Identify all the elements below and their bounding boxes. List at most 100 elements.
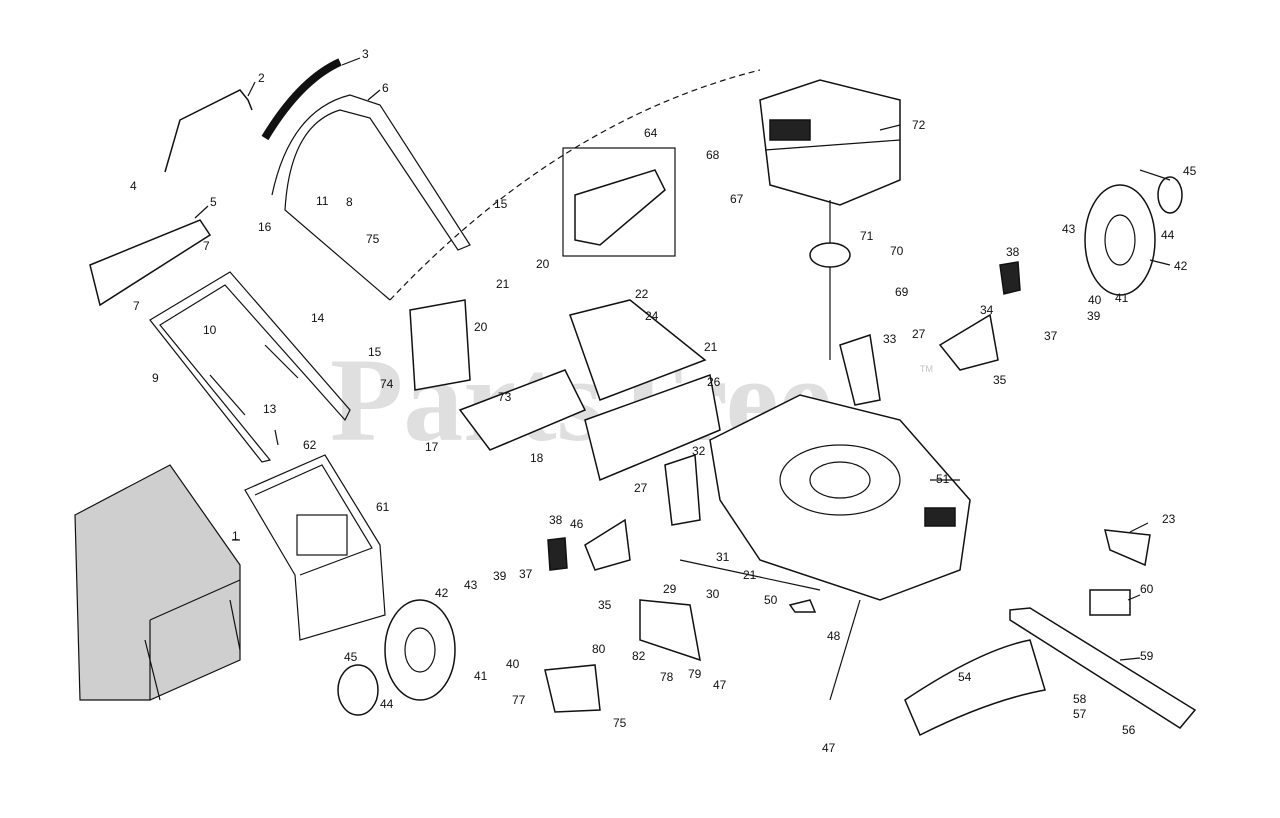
callout: 27: [634, 481, 648, 495]
callout: 35: [598, 598, 612, 612]
handle-cover: [89, 219, 212, 307]
grass-bag: [74, 464, 241, 701]
callout: 15: [494, 197, 508, 211]
callout: 47: [713, 678, 727, 692]
callout: 73: [498, 390, 512, 404]
callout: 44: [380, 697, 394, 711]
callout: 46: [570, 517, 584, 531]
mower-deck: [709, 394, 971, 601]
callout: 15: [368, 345, 382, 359]
leader-lines: [194, 57, 1171, 701]
callout: 45: [344, 650, 358, 664]
rear-baffle: [458, 369, 587, 451]
shield-82: [639, 599, 701, 662]
callout: 45: [1183, 164, 1197, 178]
callout: 69: [895, 285, 909, 299]
callout: 20: [536, 257, 550, 271]
callout: 30: [706, 587, 720, 601]
callout: 42: [1174, 259, 1188, 273]
callout: 67: [730, 192, 744, 206]
callout: 74: [380, 377, 394, 391]
callout: 70: [890, 244, 904, 258]
callout: 4: [130, 179, 137, 193]
callout: 38: [549, 513, 563, 527]
callout: 80: [592, 642, 606, 656]
callout: 77: [512, 693, 526, 707]
callout: 3: [362, 47, 369, 61]
callout: 62: [303, 438, 317, 452]
callout: 41: [474, 669, 488, 683]
callout: 64: [644, 126, 658, 140]
callout: 11: [316, 194, 329, 208]
callout: 37: [1044, 329, 1058, 343]
callout: 21: [743, 568, 757, 582]
callout: 56: [1122, 723, 1136, 737]
handle-grip: [261, 58, 342, 141]
callout: 35: [993, 373, 1007, 387]
bracket-rear: [839, 334, 881, 406]
adjuster-handle-right: [999, 261, 1021, 295]
callout: 22: [635, 287, 649, 301]
callout: 2: [258, 71, 265, 85]
callout: 51: [936, 472, 950, 486]
callout: 41: [1115, 291, 1129, 305]
callout: 23: [1162, 512, 1176, 526]
callout: 16: [258, 220, 272, 234]
inset-box: [562, 147, 676, 257]
callout: 78: [660, 670, 674, 684]
callout: 10: [203, 323, 217, 337]
callout: 79: [688, 667, 702, 681]
callout: 18: [530, 451, 544, 465]
callout: 58: [1073, 692, 1087, 706]
callout: 26: [707, 375, 721, 389]
upper-handle: [271, 94, 471, 301]
callout: 75: [366, 232, 380, 246]
callout: 1: [232, 529, 239, 543]
engine: [759, 79, 901, 360]
mulch-baffle: [904, 639, 1046, 737]
callout-labels: 1 2 3 4 5 6 7 7 8 9 10 11 13 14 15 15 16…: [130, 47, 1197, 755]
callout: 31: [716, 550, 730, 564]
callout: 39: [1087, 309, 1101, 323]
bracket-front: [664, 453, 701, 526]
callout: 14: [311, 311, 325, 325]
callout: 37: [519, 567, 533, 581]
callout: 17: [425, 440, 439, 454]
blade-adapter: [1089, 589, 1131, 616]
callout: 6: [382, 81, 389, 95]
callout: 27: [912, 327, 926, 341]
callout: 32: [692, 444, 706, 458]
callout: 29: [663, 582, 677, 596]
callout: 60: [1140, 582, 1154, 596]
adjuster-shield-left: [584, 518, 631, 571]
callout: 44: [1161, 228, 1175, 242]
callout: 68: [706, 148, 720, 162]
control-bar: [164, 89, 253, 173]
callout: 5: [210, 195, 217, 209]
callout: 13: [263, 402, 277, 416]
hub-cap-left: [337, 664, 379, 716]
callout: 40: [506, 657, 520, 671]
callout: 24: [645, 309, 659, 323]
callout: 39: [493, 569, 507, 583]
callout: 40: [1088, 293, 1102, 307]
dashed-outline: [389, 69, 761, 301]
callout: 38: [1006, 245, 1020, 259]
callout: 7: [133, 299, 140, 313]
callout: 54: [958, 670, 972, 684]
callout: 21: [496, 277, 510, 291]
adjuster-shield-right: [938, 313, 999, 371]
pulley: [809, 242, 851, 268]
callout: 72: [912, 118, 926, 132]
callout: 43: [1062, 222, 1076, 236]
callout: 71: [860, 229, 874, 243]
callout: 47: [822, 741, 836, 755]
adjuster-handle-left: [547, 537, 568, 571]
callout: 7: [203, 239, 210, 253]
callout: 21: [704, 340, 718, 354]
hub-cap-right: [1157, 176, 1183, 214]
lower-handle: [149, 271, 351, 463]
rear-flap: [584, 373, 721, 482]
